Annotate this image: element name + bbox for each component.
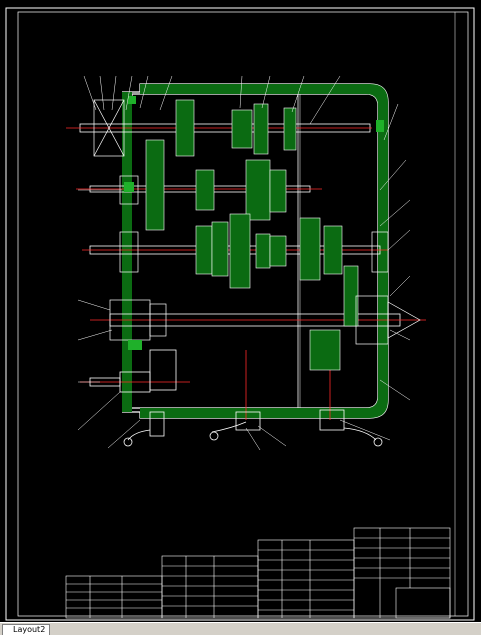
housing-wall-hatch xyxy=(122,84,388,418)
tab-layout2[interactable]: Layout2 xyxy=(2,624,51,635)
title-block xyxy=(65,527,451,619)
bearing-hatch xyxy=(124,96,384,350)
lower-linkages xyxy=(89,349,383,447)
gears xyxy=(145,99,359,371)
layout-tab-bar: ◀ Layout2 xyxy=(0,622,481,635)
sheet-frame xyxy=(5,7,475,621)
bearings xyxy=(93,99,421,345)
cad-drawing-canvas[interactable] xyxy=(0,0,481,622)
leader-lines xyxy=(77,75,411,451)
